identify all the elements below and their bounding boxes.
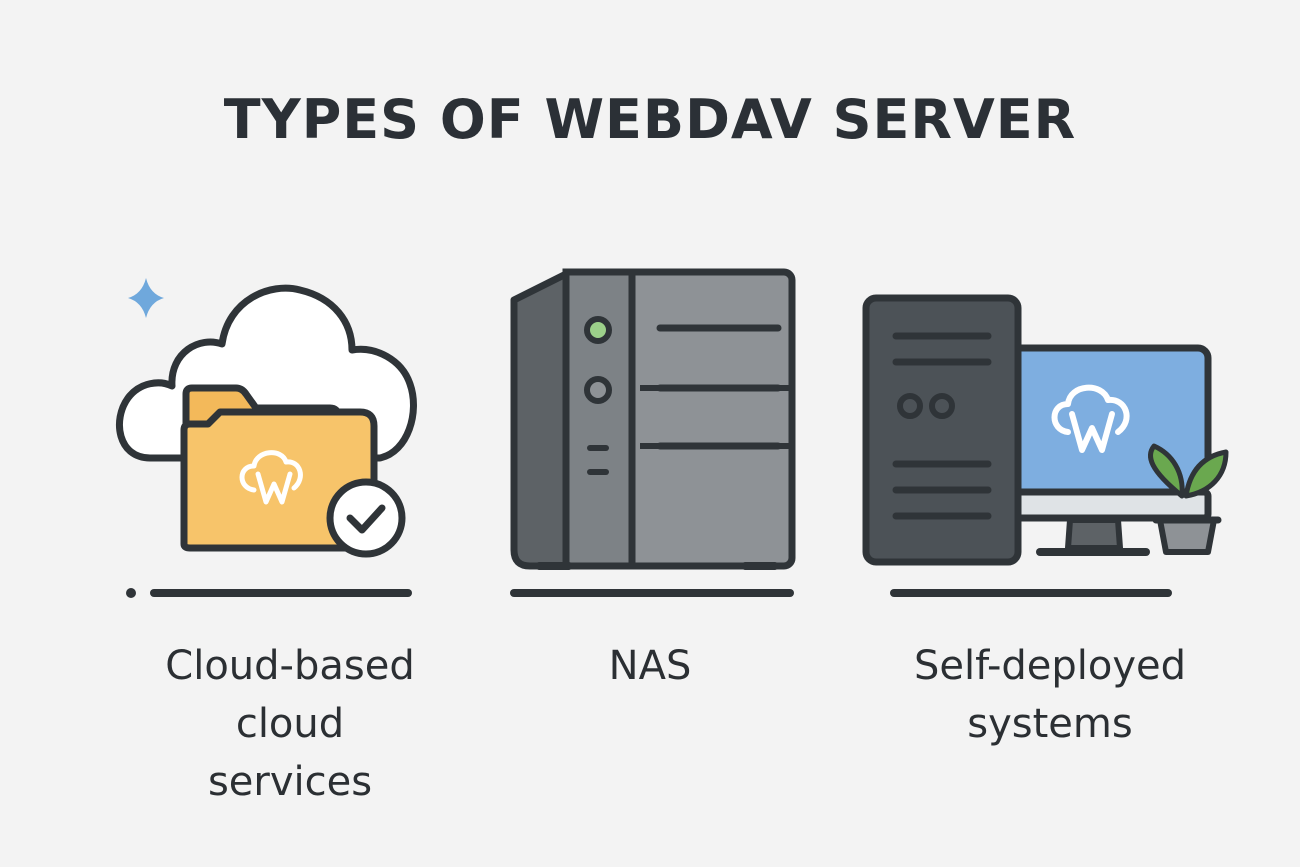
label-line: cloud xyxy=(235,701,345,747)
indicator-light-icon xyxy=(584,316,612,344)
label-line: Self-deployed xyxy=(913,643,1187,689)
plant-icon xyxy=(1148,443,1229,555)
sparkle-icon xyxy=(128,278,164,318)
label-nas: NAS xyxy=(470,637,830,695)
nas-device-icon xyxy=(510,268,796,597)
label-line: NAS xyxy=(608,643,692,689)
server-monitor-icon xyxy=(862,294,1229,597)
label-line: services xyxy=(207,759,373,805)
folder-icon xyxy=(180,408,378,552)
webdav-logo-icon xyxy=(1051,384,1130,453)
label-line: systems xyxy=(967,701,1133,747)
webdav-logo-icon xyxy=(239,450,303,505)
check-badge-icon xyxy=(326,478,406,558)
label-line: Cloud-based xyxy=(165,643,415,689)
page-title: TYPES OF WEBDAV SERVER xyxy=(223,88,1077,151)
label-self-deployed: Self-deployed systems xyxy=(870,637,1230,753)
label-cloud-based: Cloud-based cloud services xyxy=(110,637,470,811)
cloud-folder-check-icon xyxy=(116,278,417,598)
